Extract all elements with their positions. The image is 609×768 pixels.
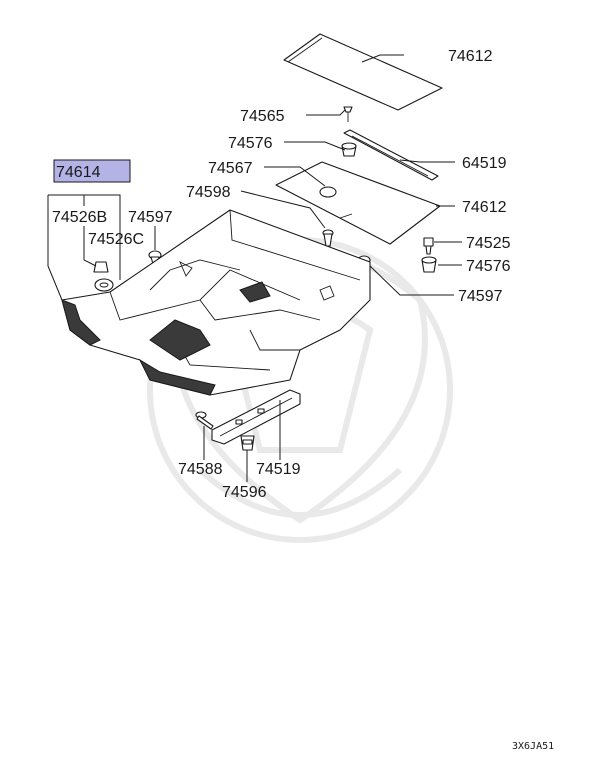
label-74519[interactable]: 74519 [256,461,301,478]
label-74526c[interactable]: 74526C [88,231,144,248]
label-74596[interactable]: 74596 [222,484,267,501]
clip-74576-top[interactable] [341,142,357,157]
label-74526b[interactable]: 74526B [52,209,107,226]
nut-74526c[interactable] [94,278,114,292]
label-74576-top[interactable]: 74576 [228,135,273,152]
clip-74596[interactable] [240,435,255,451]
label-74597-left[interactable]: 74597 [128,209,173,226]
clip-74598[interactable] [322,229,334,247]
label-74598[interactable]: 74598 [186,184,231,201]
label-74612-mid[interactable]: 74612 [462,199,507,216]
label-74525[interactable]: 74525 [466,235,511,252]
label-74567[interactable]: 74567 [208,160,253,177]
diagram-code: 3X6JA51 [512,741,554,752]
leader-lines [47,54,462,482]
label-74612-top[interactable]: 74612 [448,48,493,65]
nut-74526b[interactable] [93,261,109,273]
label-74614[interactable]: 74614 [56,164,101,181]
clip-74576-right[interactable] [421,256,437,273]
bar-64519[interactable] [343,129,439,181]
label-74565[interactable]: 74565 [240,108,285,125]
trunk-board-middle[interactable] [275,161,441,245]
screw-74588[interactable] [195,411,214,430]
floor-carpet[interactable] [61,209,371,396]
label-74576-right[interactable]: 74576 [466,258,511,275]
label-74588[interactable]: 74588 [178,461,223,478]
fastener-74565[interactable] [343,106,353,122]
label-64519[interactable]: 64519 [462,155,507,172]
selected-part-highlight [53,159,131,183]
trunk-board-upper[interactable] [283,33,443,111]
fastener-74525[interactable] [423,237,434,255]
label-74597-right[interactable]: 74597 [458,288,503,305]
